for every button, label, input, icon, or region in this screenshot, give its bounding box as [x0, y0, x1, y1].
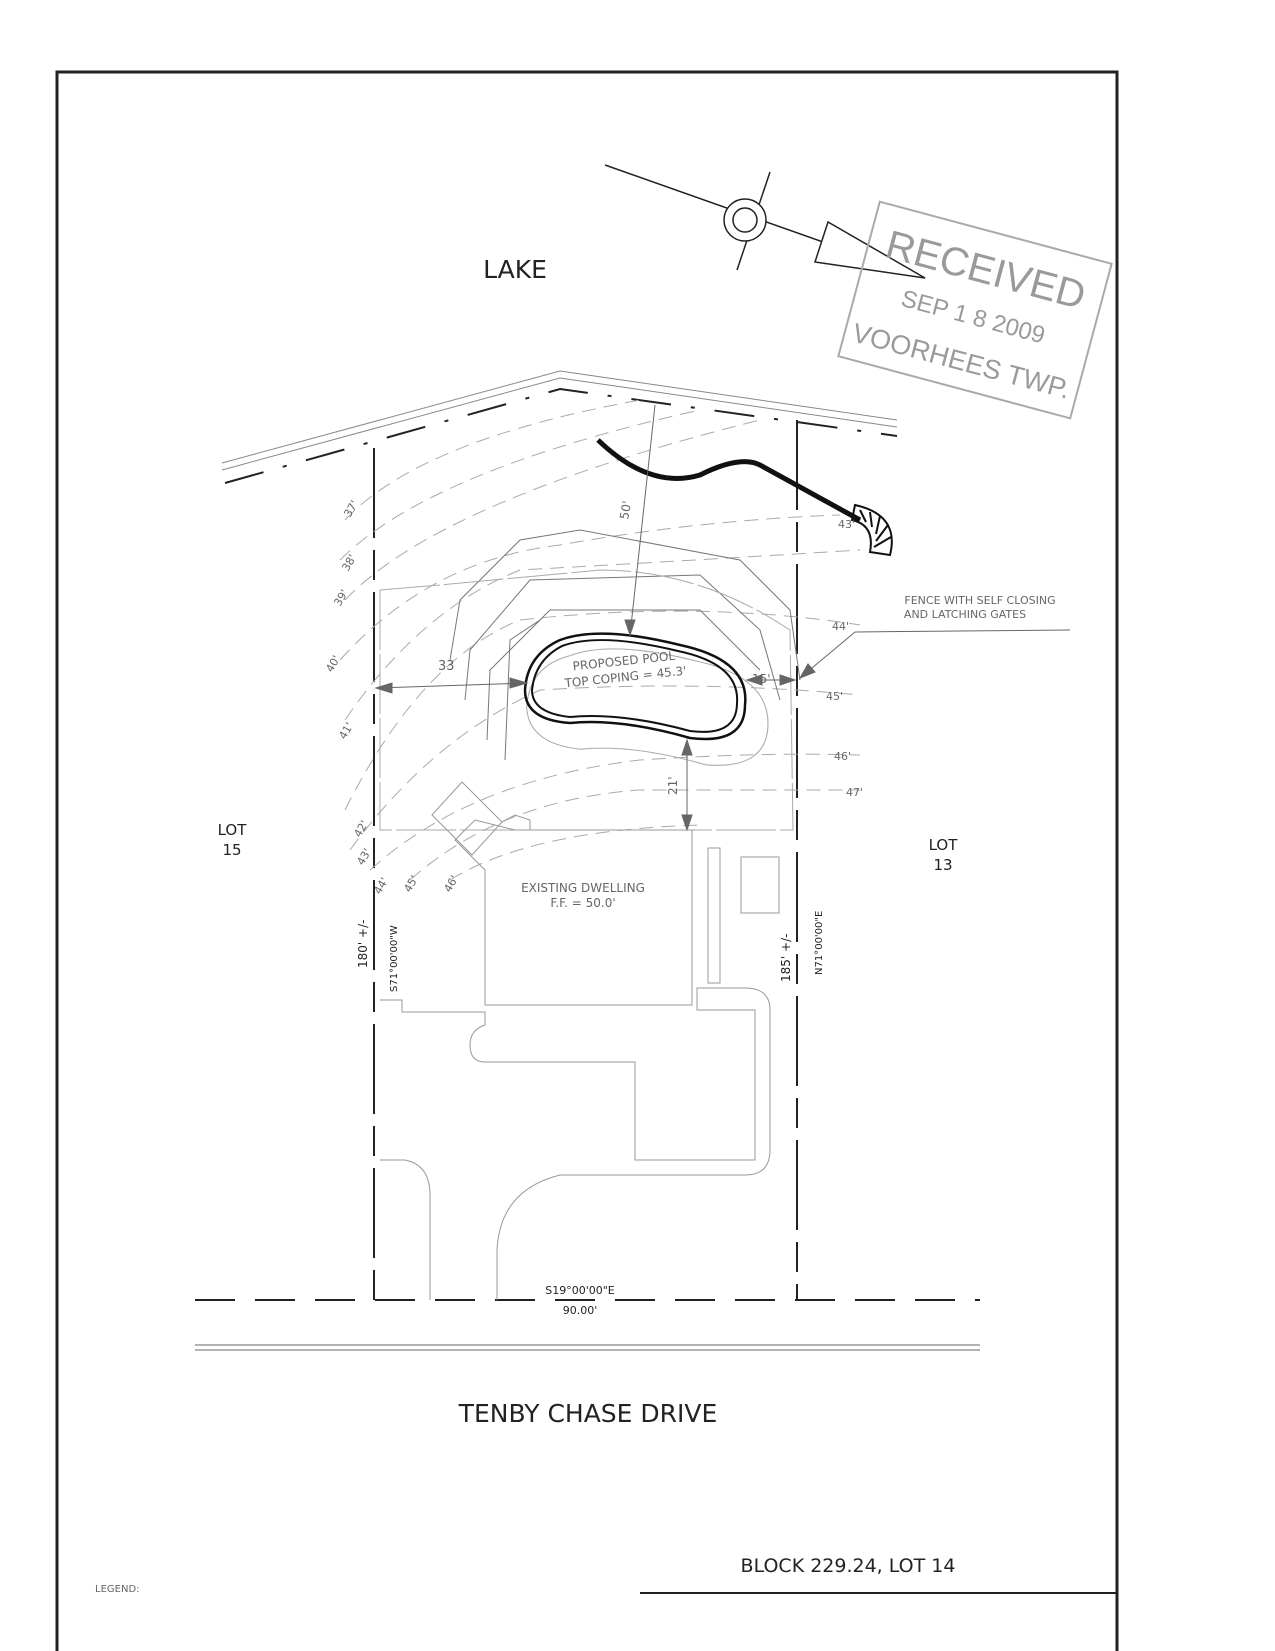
dwelling-label-line1: EXISTING DWELLING: [521, 881, 645, 895]
contour-label: 39': [331, 587, 351, 608]
existing-dwelling: [431, 781, 780, 1006]
contour-label: 45': [826, 690, 843, 703]
contour-label: 40': [323, 653, 343, 674]
proposed-pool: [523, 632, 769, 766]
fence-note-line2: AND LATCHING GATES: [904, 608, 1026, 621]
lot-15-label-line2: 15: [222, 841, 241, 859]
contour-label: 38': [339, 552, 359, 573]
front-boundary-length: 90.00': [563, 1304, 598, 1317]
stairs-icon: [850, 503, 893, 557]
contour-labels: 37' 38' 39' 40' 41' 42' 43' 44' 45' 46' …: [323, 498, 863, 896]
north-arrow-icon: [604, 164, 926, 279]
dwelling-label-line2: F.F. = 50.0': [550, 896, 615, 910]
dim-left-setback: 33: [438, 659, 455, 674]
contour-label: 44': [832, 620, 849, 633]
lake-shoreline: [221, 370, 898, 484]
dim-right-setback: 15': [752, 672, 771, 686]
lake-label: LAKE: [483, 255, 547, 284]
legend-label: LEGEND:: [95, 1584, 140, 1595]
fence-note-line1: FENCE WITH SELF CLOSING: [904, 594, 1055, 607]
dim-to-lake: 50': [617, 500, 634, 521]
left-boundary-bearing: S71°00'00"W: [389, 925, 400, 992]
proposed-grading: [449, 529, 801, 761]
dim-to-house: 21': [666, 776, 680, 795]
right-boundary-bearing: N71°00'00"E: [814, 911, 825, 975]
property-lines: [195, 420, 980, 1301]
lot-13-label-line1: LOT: [929, 836, 959, 854]
lot-13-label-line2: 13: [933, 856, 952, 874]
right-boundary-length: 185' +/-: [779, 934, 793, 982]
contour-label: 42': [351, 818, 371, 839]
contour-label: 43': [838, 518, 855, 531]
sheet-border: [55, 70, 1119, 1651]
contour-label: 43': [354, 846, 374, 867]
dimension-lines: [374, 404, 1071, 832]
left-boundary-length: 180' +/-: [356, 920, 370, 968]
street-name: TENBY CHASE DRIVE: [458, 1399, 718, 1428]
contour-label: 47': [846, 786, 863, 799]
block-lot-label: BLOCK 229.24, LOT 14: [741, 1555, 956, 1577]
contour-label: 41': [336, 720, 356, 741]
contour-label: 45': [401, 873, 421, 894]
received-stamp: RECEIVED SEP 1 8 2009 VOORHEES TWP.: [837, 200, 1113, 420]
lot-15-label-line1: LOT: [218, 821, 248, 839]
pool-fence: [379, 569, 794, 831]
contour-lines: [339, 399, 861, 881]
contour-label: 46': [834, 750, 851, 763]
street-edge: [195, 1344, 980, 1351]
driveway: [380, 987, 771, 1300]
contour-label: 37': [341, 498, 361, 519]
front-boundary-bearing: S19°00'00"E: [545, 1284, 615, 1297]
contour-label: 46': [441, 873, 461, 894]
retaining-wall: [596, 438, 862, 523]
